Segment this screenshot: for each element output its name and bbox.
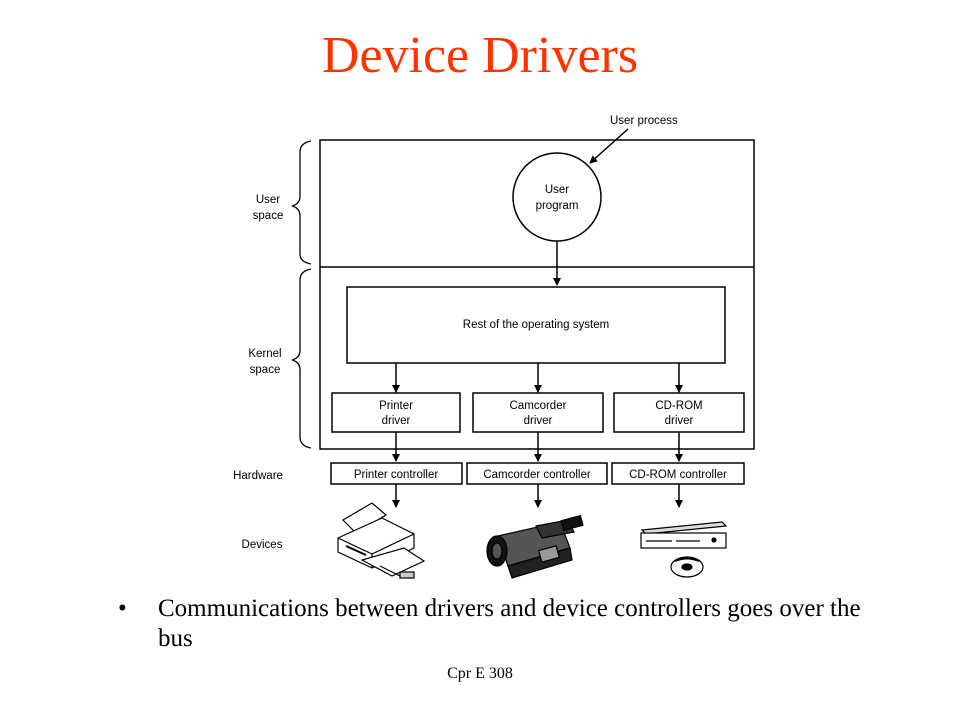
printer-controller-label: Printer controller xyxy=(354,469,439,481)
kernel-space-label-line1: Kernel xyxy=(248,348,281,360)
user-process-label: User process xyxy=(610,115,678,127)
camcorder-icon xyxy=(486,514,584,579)
user-space-label-line1: User xyxy=(256,194,280,206)
kernel-space-brace xyxy=(291,268,312,449)
user-space-brace xyxy=(291,140,312,265)
rest-of-os-box xyxy=(346,286,726,364)
user-space-label-line2: space xyxy=(253,210,284,222)
hardware-label: Hardware xyxy=(233,470,283,482)
user-process-arrow xyxy=(589,128,629,164)
bullet-symbol: • xyxy=(118,595,127,622)
slide-footer: Cpr E 308 xyxy=(447,665,513,682)
camcorder-controller-label: Camcorder controller xyxy=(483,469,591,481)
cdrom-controller-label: CD-ROM controller xyxy=(629,469,727,481)
os-boundary-box xyxy=(319,139,755,450)
kernel-space-label-line2: space xyxy=(250,364,281,376)
devices-label: Devices xyxy=(242,539,283,551)
cdrom-driver-label-line1: CD-ROM xyxy=(655,400,702,412)
user-program-label-line1: User xyxy=(545,184,569,196)
cdrom-controller-box xyxy=(611,462,745,485)
camcorder-driver-label-line1: Camcorder xyxy=(510,400,567,412)
printer-driver-box xyxy=(331,392,461,433)
camcorder-controller-box xyxy=(466,462,608,485)
bullet-item: • Communications between drivers and dev… xyxy=(118,594,898,654)
printer-driver-label-line2: driver xyxy=(382,415,411,427)
cdrom-driver-box xyxy=(613,392,745,433)
user-program-circle xyxy=(512,152,602,242)
camcorder-driver-box xyxy=(472,392,604,433)
cdrom-driver-label-line2: driver xyxy=(665,415,694,427)
user-program-label-line2: program xyxy=(536,200,579,212)
bullet-text: Communications between drivers and devic… xyxy=(158,595,861,652)
camcorder-driver-label-line2: driver xyxy=(524,415,553,427)
cdrom-drive-icon xyxy=(640,521,728,549)
cd-disc-icon xyxy=(670,556,704,578)
rest-of-os-label: Rest of the operating system xyxy=(463,319,609,331)
slide-title: Device Drivers xyxy=(321,27,639,84)
printer-driver-label-line1: Printer xyxy=(379,400,413,412)
printer-icon xyxy=(337,502,426,579)
